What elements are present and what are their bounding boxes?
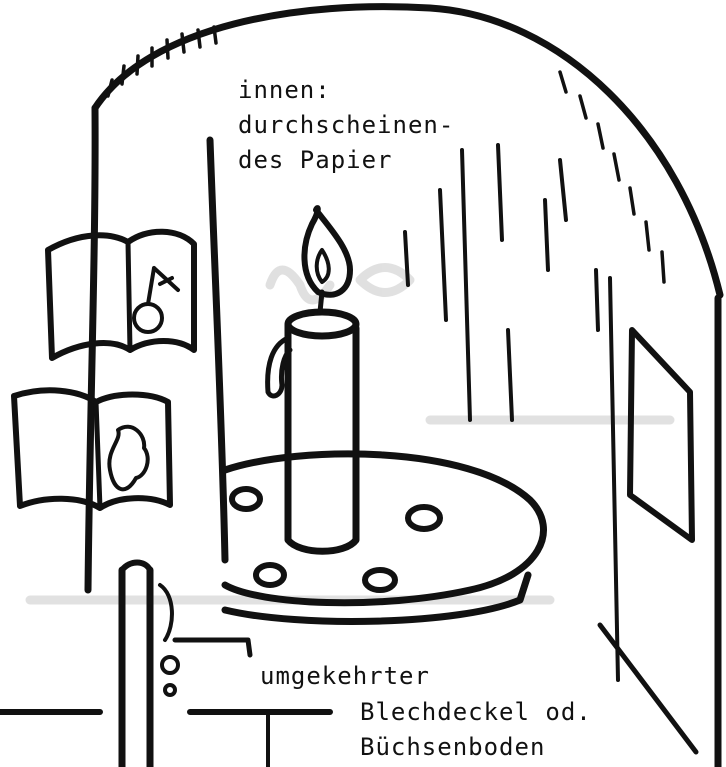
vent-hole — [232, 489, 260, 509]
label-inside-line2: durchscheinen- — [238, 111, 454, 140]
book-panel-upper — [48, 232, 194, 358]
cylinder-left-edge — [88, 108, 95, 590]
label-lid-line1: umgekehrter — [260, 662, 430, 691]
side-window — [630, 330, 692, 540]
label-inside-line1: innen: — [238, 76, 331, 105]
cylinder-front-edge — [210, 140, 225, 560]
paper-shading — [405, 145, 598, 420]
flame-inner — [317, 250, 329, 282]
vent-hole — [365, 570, 395, 590]
vent-hole — [256, 565, 284, 585]
fruit-emblem-icon — [134, 268, 178, 332]
label-lid-line3: Büchsenboden — [360, 733, 545, 762]
label-lid-line2: Blechdeckel od. — [360, 698, 592, 727]
candle-body — [288, 325, 356, 551]
tin-lid-top — [225, 454, 544, 603]
candle-top — [288, 312, 356, 336]
vent-hole — [408, 507, 440, 529]
figure-emblem-icon — [109, 427, 147, 490]
label-inside-line3: des Papier — [238, 146, 393, 175]
